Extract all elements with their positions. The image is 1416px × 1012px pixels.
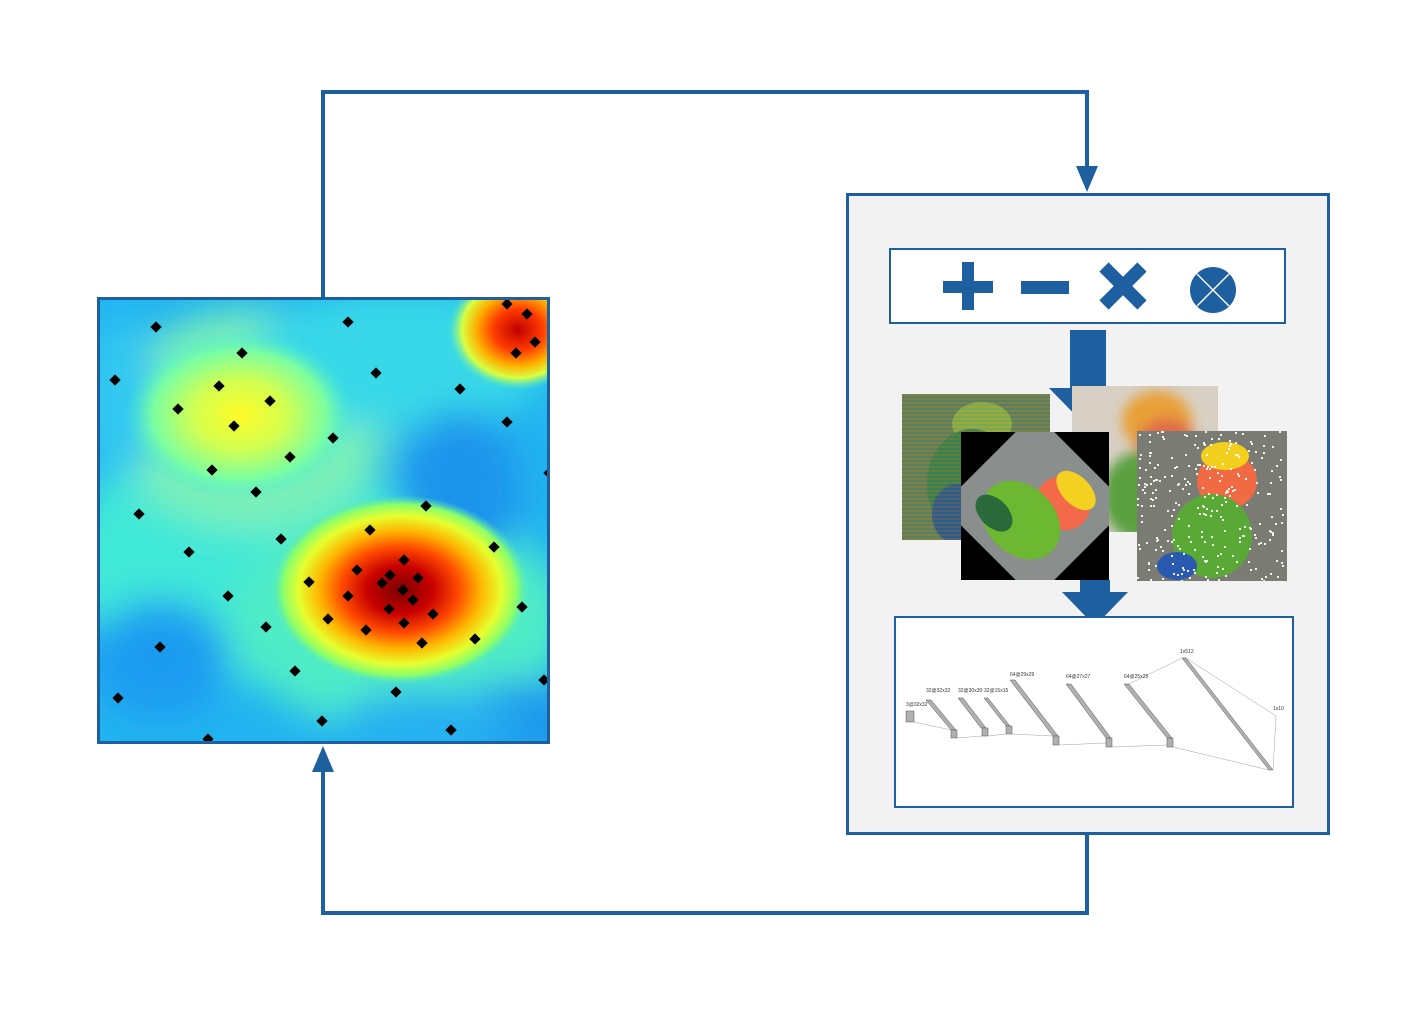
sample-point-marker xyxy=(407,594,419,606)
sample-point-marker xyxy=(316,715,328,727)
sample-point-marker xyxy=(427,608,439,620)
conv-block-2 xyxy=(957,697,987,729)
conv-block-2-end xyxy=(981,727,989,737)
conv-block-3-end xyxy=(1052,735,1060,746)
layer-label: 1x512 xyxy=(1180,649,1194,655)
dense-block-512 xyxy=(1181,657,1274,771)
sample-point-marker xyxy=(543,467,547,479)
sample-point-marker xyxy=(322,613,334,625)
layer-label: 64@25x25 xyxy=(1124,674,1149,680)
conv-block-1-end xyxy=(950,729,958,739)
circled-times-icon xyxy=(1190,267,1236,313)
sample-point-marker xyxy=(376,577,388,589)
sample-point-marker xyxy=(383,603,395,615)
top-connector-line xyxy=(321,90,1089,297)
parrot-rotated-image xyxy=(961,432,1109,580)
search-space-heatmap xyxy=(97,297,550,744)
plus-icon xyxy=(943,262,993,310)
sample-point-marker xyxy=(420,500,432,512)
sample-point-marker xyxy=(398,554,410,566)
operator-toolbox xyxy=(889,248,1286,324)
flow-arrow-down-2 xyxy=(1062,580,1128,626)
sample-point-marker xyxy=(342,590,354,602)
times-icon xyxy=(1099,262,1147,310)
sample-point-marker xyxy=(250,486,262,498)
sample-point-marker xyxy=(364,524,376,536)
sample-point-marker xyxy=(398,617,410,629)
minus-icon xyxy=(1021,281,1069,294)
conv-block-4 xyxy=(1065,683,1112,739)
sample-point-marker xyxy=(469,633,481,645)
conv-block-5 xyxy=(1123,683,1173,739)
pool-block-1-end xyxy=(1005,725,1013,735)
layer-label: 32@30x30 xyxy=(958,688,983,694)
layer-label: 3@32x32 xyxy=(906,702,928,708)
layer-label: 1x10 xyxy=(1273,706,1284,712)
sample-point-marker xyxy=(275,533,287,545)
input-layer-block xyxy=(905,710,915,723)
sample-point-marker xyxy=(488,541,500,553)
conv-block-4-end xyxy=(1105,737,1113,748)
parrot-salt-noise-image xyxy=(1137,431,1287,581)
sample-point-marker xyxy=(397,584,409,596)
sample-point-marker xyxy=(260,621,272,633)
sample-point-marker xyxy=(412,572,424,584)
sample-point-marker xyxy=(360,624,372,636)
sample-point-marker xyxy=(516,601,528,613)
layer-label: 64@27x27 xyxy=(1066,674,1091,680)
pool-block-1 xyxy=(983,697,1011,727)
layer-label: 32@15x15 xyxy=(984,688,1009,694)
cnn-layers xyxy=(905,657,1277,771)
sample-point-marker xyxy=(327,432,339,444)
conv-block-3 xyxy=(1009,679,1059,737)
top-arrowhead xyxy=(1076,166,1098,192)
sample-point-marker xyxy=(384,569,396,581)
layer-label: 32@32x32 xyxy=(926,688,951,694)
sample-point-marker xyxy=(538,674,547,686)
bottom-arrowhead xyxy=(312,746,334,772)
conv-block-5-end xyxy=(1166,737,1174,748)
sample-point-marker xyxy=(445,724,457,736)
sample-point-marker xyxy=(284,451,296,463)
sample-point-marker xyxy=(289,665,301,677)
layer-label: 64@29x29 xyxy=(1010,672,1035,678)
sample-point-marker xyxy=(303,576,315,588)
sample-point-marker xyxy=(351,564,363,576)
bottom-connector-line xyxy=(321,760,1089,915)
sample-point-marker xyxy=(416,637,428,649)
cnn-architecture-diagram: 3@32x32 32@32x32 32@30x30 32@15x15 64@29… xyxy=(894,616,1294,808)
sample-point-marker xyxy=(390,686,402,698)
